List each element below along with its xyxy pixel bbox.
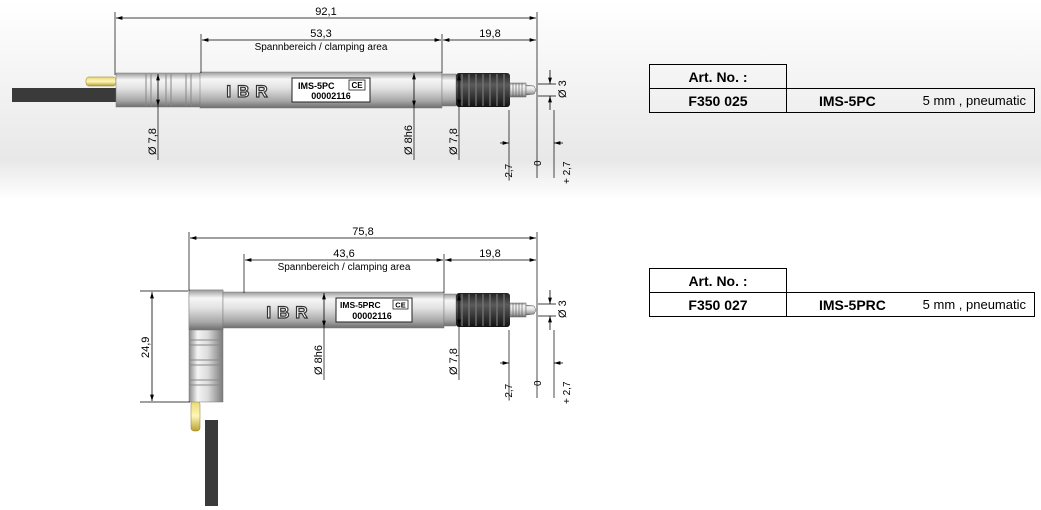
- art-no-header: Art. No. :: [649, 268, 787, 293]
- probe-tip: [525, 84, 537, 96]
- stroke-minus: -2,7: [504, 163, 515, 181]
- ce-mark: CE: [395, 301, 405, 310]
- stroke-minus: -2,7: [504, 383, 515, 401]
- dim-height: 24,9: [140, 337, 152, 358]
- model-spec: 5 mm , pneumatic: [922, 297, 1026, 312]
- bellows: [456, 293, 510, 327]
- article-number: F350 025: [649, 88, 787, 113]
- cable: [205, 420, 218, 506]
- dim-tip-diameter: Ø 3: [557, 300, 569, 318]
- dim-overall-length: 92,1: [315, 6, 336, 18]
- dim-bellows-diameter: Ø 7,8: [448, 128, 460, 155]
- clamping-area-label: Spannbereich / clamping area: [255, 42, 388, 53]
- pneumatic-connector: [85, 76, 117, 87]
- drawing-ims-5prc: IBR IMS-5PRC CE 00002116 75,8 43,6 Spann…: [140, 226, 573, 506]
- probe-shaft: [509, 82, 527, 98]
- clamping-area-label: Spannbereich / clamping area: [278, 262, 411, 273]
- dim-tip-length: 19,8: [479, 28, 500, 40]
- ibr-logo: IBR: [226, 82, 273, 101]
- model-name: IMS-5PC: [819, 93, 876, 109]
- dim-overall-length: 75,8: [352, 226, 373, 238]
- cable: [12, 88, 116, 102]
- dim-tip-length: 19,8: [479, 248, 500, 260]
- article-table-ims-5prc: Art. No. : F350 027 IMS-5PRC 5 mm , pneu…: [649, 268, 1035, 317]
- serial-label: 00002116: [311, 91, 351, 101]
- ibr-logo: IBR: [266, 303, 313, 322]
- probe-tip: [525, 304, 537, 316]
- dim-body-diameter: Ø 8h6: [403, 125, 415, 155]
- stroke-plus: + 2,7: [562, 161, 573, 184]
- dim-body-diameter: Ø 8h6: [313, 345, 325, 375]
- stroke-plus: + 2,7: [562, 381, 573, 404]
- dim-bellows-diameter: Ø 7,8: [448, 348, 460, 375]
- probe-shaft: [509, 302, 527, 318]
- model-name: IMS-5PRC: [819, 297, 886, 313]
- rear-housing: [115, 72, 203, 108]
- model-label: IMS-5PC: [298, 81, 335, 91]
- ce-mark: CE: [351, 81, 363, 90]
- dim-tip-diameter: Ø 3: [557, 80, 569, 98]
- model-spec: 5 mm , pneumatic: [922, 93, 1026, 108]
- art-no-header: Art. No. :: [649, 64, 787, 89]
- dim-clamping-length: 53,3: [310, 28, 331, 40]
- model-label: IMS-5PRC: [340, 300, 381, 310]
- stroke-zero: 0: [533, 380, 544, 386]
- pneumatic-connector: [190, 400, 201, 432]
- stroke-zero: 0: [533, 160, 544, 166]
- article-table-ims-5pc: Art. No. : F350 025 IMS-5PC 5 mm , pneum…: [649, 64, 1035, 113]
- bellows: [456, 73, 510, 107]
- drawing-ims-5pc: IBR IMS-5PC CE 00002116 92,1 53,3 Spannb…: [12, 6, 573, 184]
- dim-clamping-length: 43,6: [333, 248, 354, 260]
- dim-rear-diameter: Ø 7,8: [147, 128, 159, 155]
- serial-label: 00002116: [352, 311, 392, 321]
- article-number: F350 027: [649, 292, 787, 317]
